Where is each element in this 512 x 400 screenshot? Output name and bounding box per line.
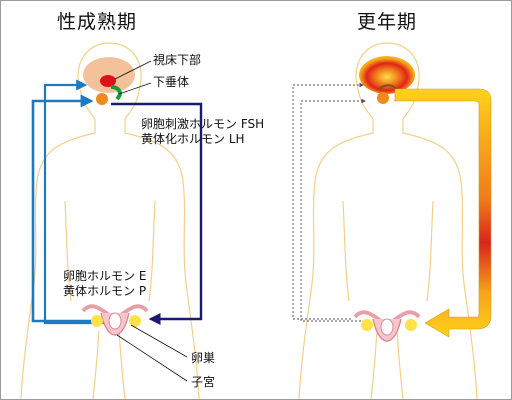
ovary-right-marker <box>129 315 141 327</box>
hypothalamus-marker <box>100 75 116 87</box>
weak-feedback-arrow-inner <box>300 98 369 322</box>
brain-right <box>359 56 415 94</box>
uterus-right <box>353 310 421 342</box>
weak-feedback-arrow-outer <box>292 82 364 320</box>
label-fsh: 卵胞刺激ホルモン FSH <box>141 117 265 131</box>
right-body-outline <box>298 42 478 399</box>
pituitary-pointer <box>118 82 152 95</box>
excess-gonadotropin-arrow <box>394 88 492 338</box>
ovary-left-marker <box>91 315 103 327</box>
hypothalamus-pointer <box>114 60 152 80</box>
brain-left <box>83 57 135 93</box>
gonadotropin-arrow <box>111 102 203 325</box>
label-ovary: 卵巣 <box>191 351 216 365</box>
uterus-left <box>81 304 149 336</box>
pituitary-right-marker <box>377 92 389 104</box>
ovary-right-fig-left-marker <box>361 319 373 331</box>
label-uterus: 子宮 <box>191 375 216 389</box>
uterus-pointer <box>116 334 188 382</box>
ovary-pointer <box>130 324 188 358</box>
title-sexual-maturity: 性成熟期 <box>57 11 138 33</box>
title-menopause: 更年期 <box>357 11 418 33</box>
label-pituitary: 下垂体 <box>153 75 190 89</box>
ovary-right-fig-right-marker <box>405 319 417 331</box>
label-lh: 黄体化ホルモン LH <box>141 132 245 146</box>
label-hypothalamus: 視床下部 <box>153 53 202 67</box>
pituitary-stalk <box>110 85 122 101</box>
label-progesterone: 黄体ホルモン P <box>63 284 147 298</box>
pituitary-marker <box>96 93 108 105</box>
label-estrogen: 卵胞ホルモン E <box>63 269 147 283</box>
left-body-outline <box>20 42 200 399</box>
feedback-arrow-outer <box>31 94 101 323</box>
feedback-arrow-inner <box>43 79 119 325</box>
